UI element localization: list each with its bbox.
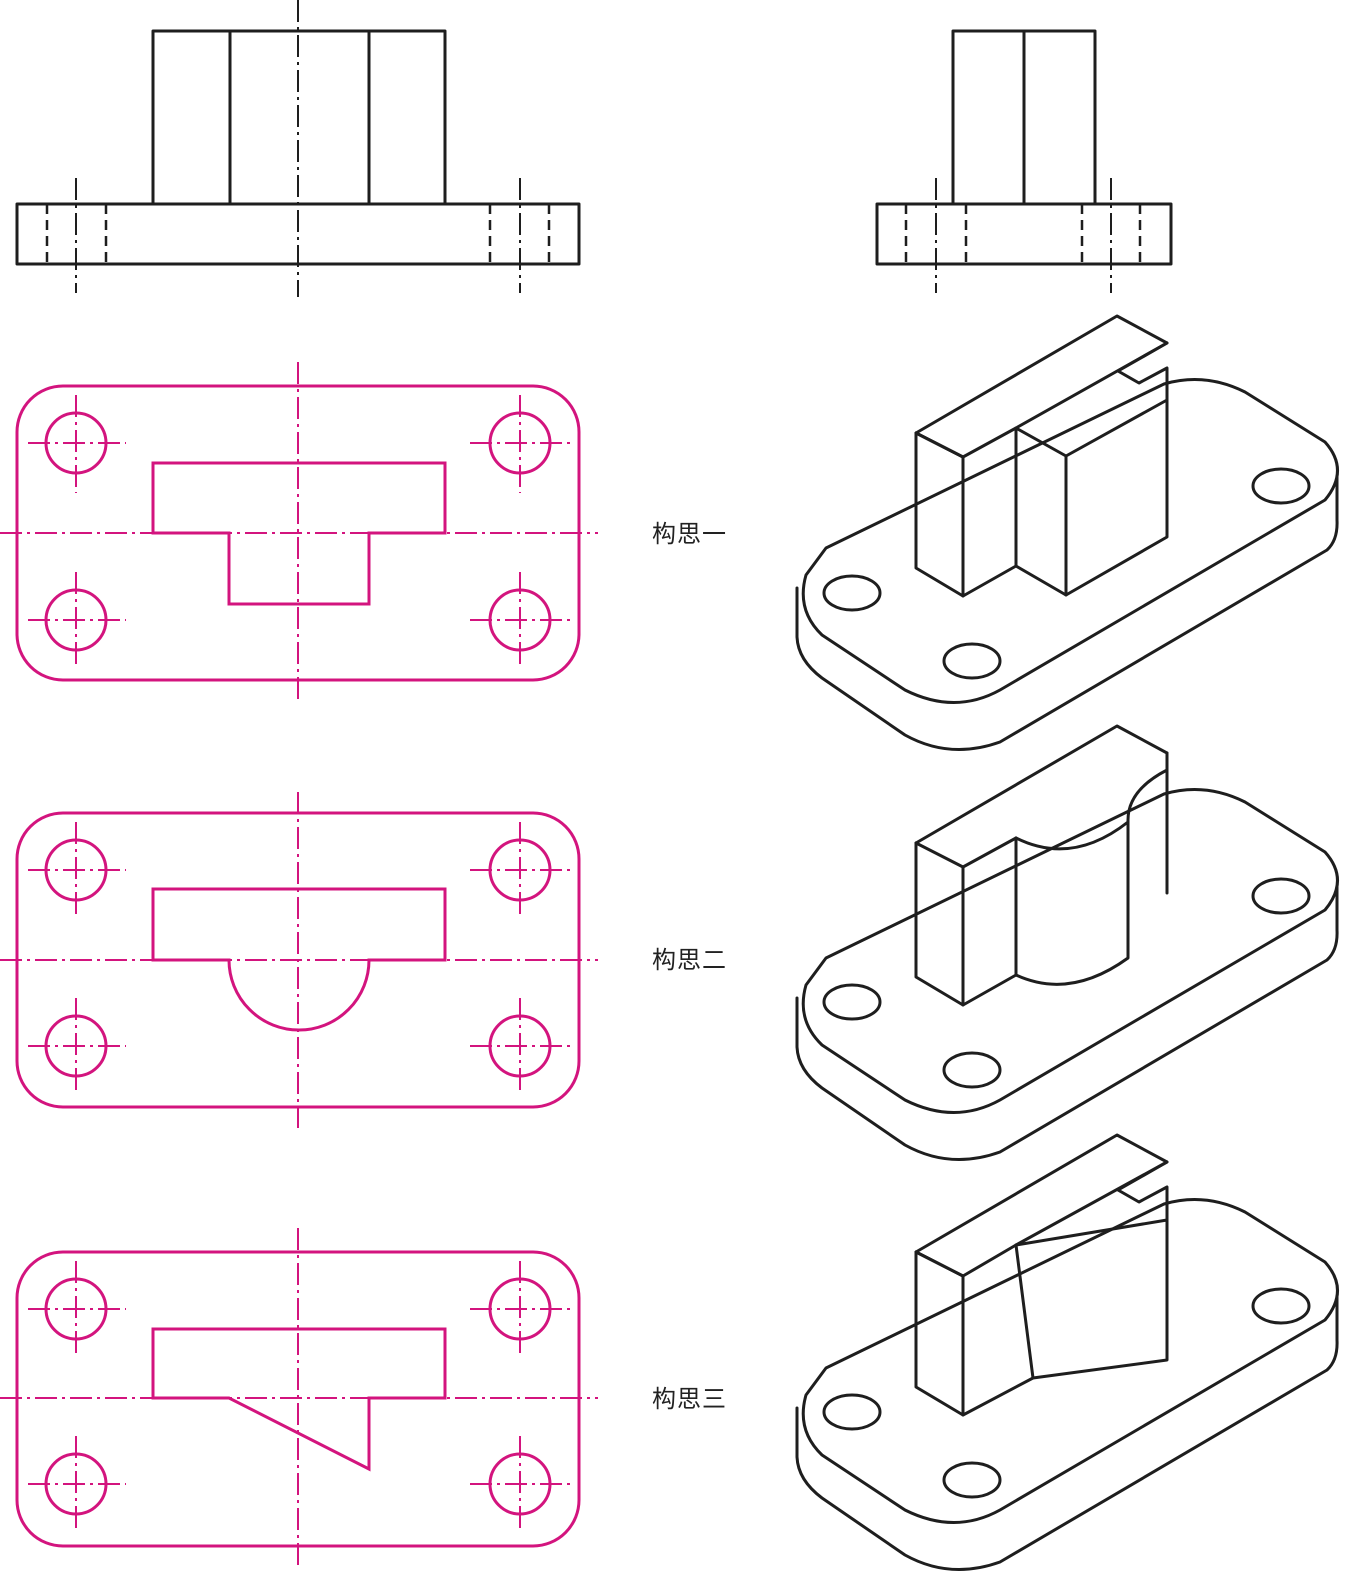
plan-view-2-boss-arc-shape <box>151 887 447 1032</box>
iso-3-base-front-edge <box>795 1294 1339 1571</box>
iso-2-boss-edge <box>914 841 965 869</box>
side-view-hidden-lines <box>904 204 1142 264</box>
plan-view-2 <box>0 792 598 1128</box>
iso-2-base-front-edge <box>795 884 1339 1161</box>
isometric-view-3 <box>795 1133 1339 1571</box>
iso-1-hole <box>942 642 1002 680</box>
iso-3-hole <box>822 1393 882 1431</box>
iso-2-base-top <box>801 788 1339 1114</box>
iso-2-hole <box>1251 877 1311 915</box>
iso-3-boss-edge <box>1014 1243 1035 1380</box>
iso-1-base-front-edge <box>795 474 1339 751</box>
plan-view-3-boss-slant-shape <box>151 1327 447 1472</box>
iso-2-hole <box>822 983 882 1021</box>
plan-view-1-centerlines <box>0 362 598 702</box>
iso-2-hole <box>942 1051 1002 1089</box>
concept-1-label: 构思一 <box>652 520 727 548</box>
iso-3-boss-front <box>914 1218 1169 1417</box>
front-view-hidden-lines <box>45 204 551 264</box>
iso-1-hole <box>822 574 882 612</box>
iso-1-boss-front <box>914 398 1169 598</box>
plan-view-2-centerlines <box>0 792 598 1128</box>
side-view <box>875 29 1173 293</box>
front-view-centerlines <box>75 0 521 297</box>
side-view-centerlines <box>935 178 1112 293</box>
front-view <box>15 0 581 297</box>
iso-2-boss-edge <box>961 836 1018 869</box>
iso-3-boss-edge <box>914 1250 965 1278</box>
iso-1-hole <box>1251 467 1311 505</box>
iso-3-base-top <box>801 1198 1339 1524</box>
iso-1-boss-edge <box>1014 341 1169 430</box>
iso-1-boss-edge <box>914 431 965 459</box>
isometric-view-2 <box>795 724 1339 1161</box>
plan-view-1 <box>0 362 598 702</box>
side-view-base <box>875 202 1173 266</box>
plan-view-3-centerlines <box>0 1228 598 1568</box>
concept-2-label: 构思二 <box>652 946 727 974</box>
iso-3-boss-edge <box>1014 1160 1169 1247</box>
iso-2-boss <box>914 724 1169 895</box>
isometric-view-1 <box>795 314 1339 751</box>
iso-3-hole <box>942 1461 1002 1499</box>
iso-1-base-top <box>801 378 1339 704</box>
iso-2-boss-front <box>914 751 1169 1007</box>
iso-3-hole <box>1251 1287 1311 1325</box>
concept-3-label: 构思三 <box>652 1385 727 1413</box>
iso-2-cylinder-top <box>1014 820 1130 851</box>
plan-view-3 <box>0 1228 598 1568</box>
